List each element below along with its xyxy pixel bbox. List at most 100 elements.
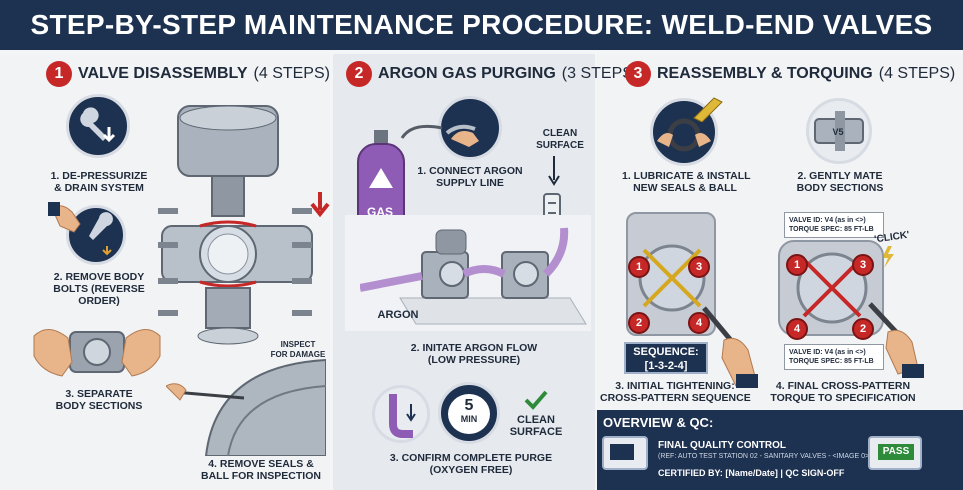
- section-number-badge: 3: [625, 61, 651, 87]
- bolt-marker: 4: [786, 318, 808, 340]
- bolt-marker: 3: [852, 254, 874, 276]
- section-number-badge: 2: [346, 61, 372, 87]
- caption-line: (OXYGEN FREE): [429, 464, 513, 476]
- label-line: SURFACE: [509, 426, 563, 438]
- caption-line: BOLTS (REVERSE: [53, 283, 145, 295]
- section-step-count: (4 STEPS): [253, 65, 330, 82]
- section-title: VALVE DISASSEMBLY: [78, 65, 248, 82]
- mate-body-icon: [806, 98, 872, 164]
- tag-line: VALVE ID: V4 (as in <>): [789, 349, 866, 356]
- qc-heading: OVERVIEW & QC:: [603, 415, 714, 430]
- caption-line: 3. CONFIRM COMPLETE PURGE: [389, 452, 553, 464]
- supply-hose: [400, 124, 443, 139]
- clean-surface-label-top: CLEAN SURFACE: [530, 128, 590, 152]
- caption-line: 2. GENTLY MATE: [797, 170, 883, 182]
- caption-line: TORQUE TO SPECIFICATION: [770, 392, 916, 404]
- hand-illustration: [48, 202, 81, 233]
- timer-face: 5 MIN: [448, 394, 490, 434]
- bolts-left-icon: [158, 208, 178, 316]
- pass-badge: PASS: [878, 444, 914, 460]
- wrench-hand-icon: [66, 205, 126, 265]
- spark-icon: [882, 246, 894, 268]
- purge-step-3-caption: 3. CONFIRM COMPLETE PURGE (OXYGEN FREE): [376, 452, 566, 476]
- title-banner: STEP-BY-STEP MAINTENANCE PROCEDURE: WELD…: [0, 0, 963, 50]
- tag-line: VALVE ID: V4 (as in <>): [789, 217, 866, 224]
- section-2-heading: 2 ARGON GAS PURGING (3 STEPS): [346, 61, 638, 87]
- caption-line: & DRAIN SYSTEM: [54, 182, 144, 194]
- reassembly-step-1-caption: 1. LUBRICATE & INSTALL NEW SEALS & BALL: [622, 170, 751, 194]
- argon-label: ARGON: [377, 309, 419, 321]
- sequence-box: SEQUENCE: [1-3-2-4]: [624, 342, 708, 374]
- reassembly-step-2-caption: 2. GENTLY MATE BODY SECTIONS: [778, 170, 902, 194]
- section-title: ARGON GAS PURGING: [378, 65, 556, 82]
- section-1-heading: 1 VALVE DISASSEMBLY (4 STEPS): [46, 61, 330, 87]
- caption-line: 1. DE-PRESSURIZE: [50, 170, 148, 182]
- qc-certified: CERTIFIED BY: [Name/Date] | QC SIGN-OFF: [658, 468, 845, 478]
- torque-wrench-hand-icon: [868, 302, 924, 378]
- wrench-icon: [66, 94, 130, 158]
- timer-unit: MIN: [460, 414, 478, 424]
- bolt-marker: 1: [786, 254, 808, 276]
- torque-hand-icon: [702, 306, 758, 388]
- caption-line: 2. INITATE ARGON FLOW: [410, 342, 538, 354]
- v5-label: V5: [832, 127, 844, 137]
- step-4-caption: 4. REMOVE SEALS & BALL FOR INSPECTION: [196, 458, 326, 482]
- label-line: CLEAN: [517, 414, 555, 426]
- bolts-right-icon: [292, 208, 312, 316]
- lubricant-tube-icon: [693, 97, 723, 122]
- section-title: REASSEMBLY & TORQUING: [657, 65, 873, 82]
- seal-inspection-illustration: [166, 358, 326, 456]
- caption-line: BODY SECTIONS: [796, 182, 884, 194]
- sequence-label: SEQUENCE:: [633, 346, 699, 358]
- lubricate-icon: [650, 98, 718, 166]
- caption-line: 1. CONNECT ARGON: [417, 165, 523, 177]
- valve-tag-bottom: VALVE ID: V4 (as in <>) TORQUE SPEC: 85 …: [784, 344, 884, 370]
- purge-tube-icon: [372, 385, 430, 443]
- caption-line: 1. LUBRICATE & INSTALL: [622, 170, 751, 182]
- tag-line: TORQUE SPEC: 85 FT-LB: [789, 358, 874, 365]
- qc-title: FINAL QUALITY CONTROL: [658, 440, 786, 451]
- caption-line: BALL FOR INSPECTION: [201, 470, 321, 482]
- label-line: CLEAN: [542, 128, 578, 139]
- caption-line: NEW SEALS & BALL: [633, 182, 737, 194]
- label-line: SURFACE: [536, 140, 584, 151]
- caption-line: 3. INITIAL TIGHTENING:: [615, 380, 735, 392]
- caption-line: 3. SEPARATE: [65, 388, 133, 400]
- caption-line: SUPPLY LINE: [436, 177, 504, 189]
- qc-reference: (REF: AUTO TEST STATION 02 - SANITARY VA…: [658, 453, 872, 460]
- bolt-marker: 3: [688, 256, 710, 278]
- clean-surface-label-bottom: CLEAN SURFACE: [506, 414, 566, 438]
- caption-line: 4. REMOVE SEALS &: [208, 458, 314, 470]
- section-3-heading: 3 REASSEMBLY & TORQUING (4 STEPS): [625, 61, 955, 87]
- caption-line: 4. FINAL CROSS-PATTERN: [775, 380, 911, 392]
- step-1-caption: 1. DE-PRESSURIZE & DRAIN SYSTEM: [40, 170, 158, 194]
- connect-line-icon: [438, 96, 502, 160]
- label-line: INSPECT: [280, 340, 316, 349]
- timer-value: 5: [464, 397, 474, 414]
- caption-line: 2. REMOVE BODY: [53, 271, 145, 283]
- valve-exploded-illustration: [161, 105, 313, 345]
- bolt-marker: 1: [628, 256, 650, 278]
- caption-line: CROSS-PATTERN SEQUENCE: [600, 392, 751, 404]
- bolt-marker: 2: [852, 318, 874, 340]
- bolt-marker: 4: [688, 312, 710, 334]
- reassembly-step-3-caption: 3. INITIAL TIGHTENING: CROSS-PATTERN SEQ…: [600, 380, 751, 404]
- label-line: FOR DAMAGE: [270, 350, 326, 359]
- bolt-marker: 2: [628, 312, 650, 334]
- monitor-icon: [602, 436, 648, 470]
- section-step-count: (3 STEPS): [561, 65, 639, 82]
- purge-step-1-caption: 1. CONNECT ARGON SUPPLY LINE: [408, 165, 532, 189]
- caption-line: ORDER): [78, 295, 120, 307]
- section-step-count: (4 STEPS): [878, 65, 956, 82]
- section-number-badge: 1: [46, 61, 72, 87]
- page-title: STEP-BY-STEP MAINTENANCE PROCEDURE: WELD…: [30, 9, 933, 40]
- purge-step-2-caption: 2. INITATE ARGON FLOW (LOW PRESSURE): [386, 342, 562, 366]
- step-3-caption: 3. SEPARATE BODY SECTIONS: [40, 388, 158, 412]
- red-arrow-down-icon: [310, 192, 330, 218]
- caption-line: BODY SECTIONS: [55, 400, 143, 412]
- tag-line: TORQUE SPEC: 85 FT-LB: [789, 226, 874, 233]
- valve-tag-top: VALVE ID: V4 (as in <>) TORQUE SPEC: 85 …: [784, 212, 884, 238]
- sequence-value: [1-3-2-4]: [644, 360, 688, 372]
- step-2-caption: 2. REMOVE BODY BOLTS (REVERSE ORDER): [40, 271, 158, 307]
- separate-body-illustration: [33, 329, 161, 377]
